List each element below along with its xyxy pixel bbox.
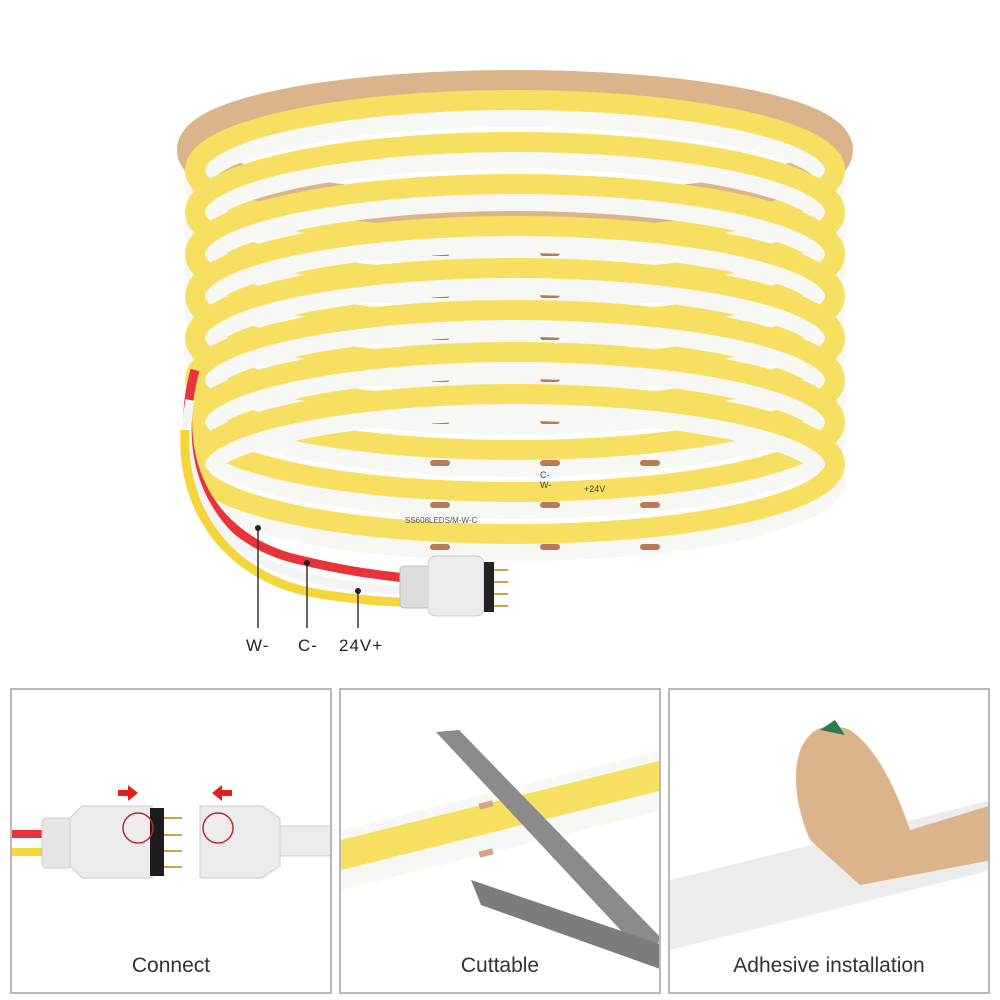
strip-loop	[185, 342, 845, 502]
scissors-blade-bottom	[471, 880, 659, 969]
wire-label-c: C-	[298, 636, 318, 655]
connector-illustration	[12, 785, 330, 879]
solder-pad	[430, 502, 450, 508]
solder-pad	[540, 460, 560, 466]
alignment-circle-icon	[122, 812, 154, 844]
strip-connector	[399, 555, 508, 617]
panel-adhesive: Adhesive installation	[668, 688, 990, 994]
solder-pad	[430, 544, 450, 550]
caption-adhesive: Adhesive installation	[733, 954, 925, 977]
cold-marking: C-	[540, 470, 550, 480]
strip-coil	[184, 90, 846, 561]
arrow-left-icon	[212, 785, 232, 801]
wire-yellow	[180, 429, 406, 607]
wire-label-24v: 24V+	[339, 636, 384, 655]
panel-cuttable: Cuttable	[339, 688, 661, 994]
arrow-right-icon	[118, 785, 138, 801]
adhesive-illustration	[670, 720, 988, 950]
solder-pad	[640, 502, 660, 508]
wire-label-w: W-	[246, 636, 270, 655]
voltage-marking: +24V	[584, 484, 605, 494]
model-marking: SS608LEDS/M-W-C	[405, 516, 478, 525]
panel-connect: Connect	[10, 688, 332, 994]
solder-pad	[640, 460, 660, 466]
warm-marking: W-	[540, 480, 551, 490]
cutting-illustration	[341, 730, 659, 969]
scissors-blade-top	[436, 730, 659, 952]
solder-pad	[430, 460, 450, 466]
solder-pad	[640, 544, 660, 550]
caption-cuttable: Cuttable	[460, 954, 540, 977]
led-strip-coil-illustration: 3M 300LEDS +24V C- W- SS608LEDS/M-W-C	[177, 70, 853, 628]
solder-pad	[540, 544, 560, 550]
alignment-circle-icon	[202, 812, 234, 844]
solder-pad	[540, 502, 560, 508]
caption-connect: Connect	[131, 954, 211, 977]
